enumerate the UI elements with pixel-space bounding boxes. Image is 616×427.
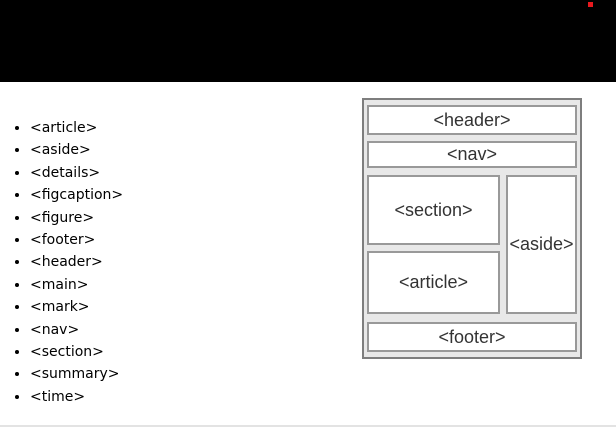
diagram-section-box: <section> bbox=[367, 175, 500, 245]
list-item: <figcaption> bbox=[30, 184, 123, 206]
list-item: <mark> bbox=[30, 296, 123, 318]
diagram-aside-box: <aside> bbox=[506, 175, 577, 314]
list-item: <summary> bbox=[30, 363, 123, 385]
diagram-article-box: <article> bbox=[367, 251, 500, 314]
recording-indicator-icon bbox=[588, 2, 593, 7]
list-item: <main> bbox=[30, 274, 123, 296]
top-banner bbox=[0, 0, 616, 82]
list-item: <details> bbox=[30, 162, 123, 184]
diagram-footer-box: <footer> bbox=[367, 322, 577, 352]
list-item: <time> bbox=[30, 386, 123, 408]
list-item: <aside> bbox=[30, 139, 123, 161]
list-item: <header> bbox=[30, 251, 123, 273]
list-item: <article> bbox=[30, 117, 123, 139]
diagram-header-box: <header> bbox=[367, 105, 577, 135]
list-item: <figure> bbox=[30, 207, 123, 229]
diagram-nav-box: <nav> bbox=[367, 141, 577, 168]
semantic-layout-diagram: <header> <nav> <section> <article> <asid… bbox=[362, 98, 582, 359]
list-item: <nav> bbox=[30, 319, 123, 341]
bottom-divider bbox=[0, 425, 616, 427]
list-item: <footer> bbox=[30, 229, 123, 251]
semantic-elements-list: <article> <aside> <details> <figcaption>… bbox=[0, 117, 123, 408]
list-item: <section> bbox=[30, 341, 123, 363]
